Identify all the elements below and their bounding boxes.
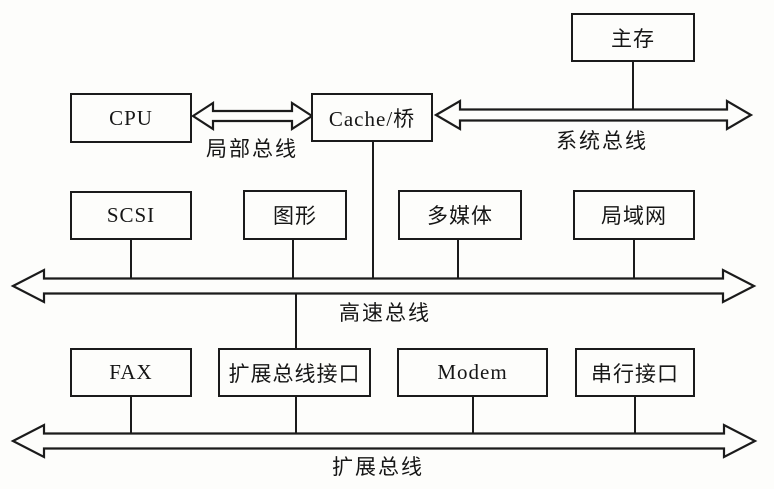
node-main-memory: 主存 bbox=[571, 13, 695, 62]
expansion-bus-label: 扩展总线 bbox=[332, 455, 424, 479]
node-multimedia: 多媒体 bbox=[398, 190, 522, 240]
node-graphics: 图形 bbox=[243, 190, 347, 240]
high-speed-bus-label: 高速总线 bbox=[339, 301, 431, 325]
expansion-bus-arrow bbox=[10, 423, 758, 459]
node-lan: 局域网 bbox=[573, 190, 695, 240]
node-cache-bridge: Cache/桥 bbox=[311, 93, 433, 142]
node-expansion-bus-interface: 扩展总线接口 bbox=[218, 348, 371, 397]
node-scsi: SCSI bbox=[70, 191, 192, 240]
system-bus-arrow bbox=[433, 99, 754, 131]
local-bus-label: 局部总线 bbox=[206, 137, 298, 161]
local-bus-arrow bbox=[190, 100, 315, 132]
high-speed-bus-arrow bbox=[10, 268, 757, 304]
node-serial-interface: 串行接口 bbox=[575, 348, 695, 397]
node-fax: FAX bbox=[70, 348, 192, 397]
node-cpu: CPU bbox=[70, 93, 192, 143]
node-modem: Modem bbox=[397, 348, 548, 397]
system-bus-label: 系统总线 bbox=[556, 129, 648, 153]
